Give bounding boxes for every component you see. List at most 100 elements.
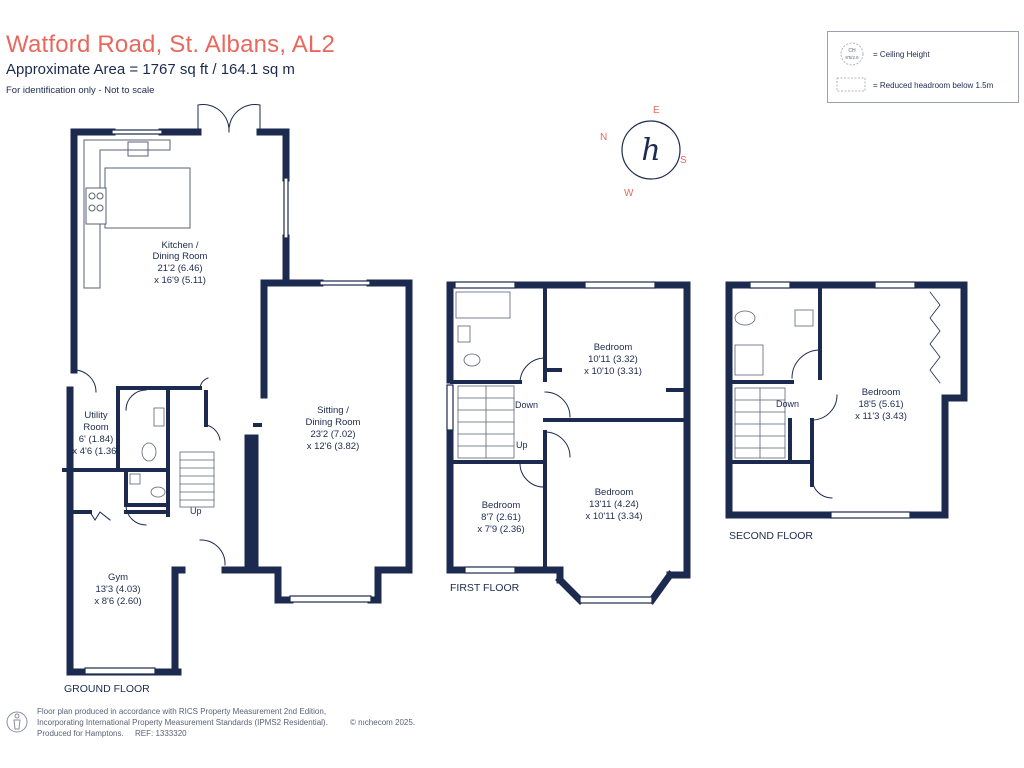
gf-bifold-door: [89, 511, 111, 521]
sitting-dim: x 12'6 (3.82): [307, 441, 360, 452]
footer-line-3: Produced for Hamptons.: [37, 729, 124, 738]
approximate-area: Approximate Area = 1767 sq ft / 164.1 sq…: [6, 61, 295, 78]
ground-floor: [62, 104, 413, 676]
ff-door: [519, 357, 546, 383]
ff-door: [544, 391, 571, 418]
sf-bedroom-dim: x 11'3 (3.43): [855, 411, 907, 422]
scale-disclaimer: For identification only - Not to scale: [6, 85, 155, 96]
gf-stairs: [179, 451, 215, 508]
gf-door: [73, 369, 97, 393]
sf-bedroom-dim: 18'5 (5.61): [858, 399, 903, 410]
ff-window: [464, 566, 516, 574]
gym-label: Gym: [108, 572, 128, 583]
bath: [455, 291, 511, 319]
ceiling-height-label: = Ceiling Height: [873, 50, 930, 59]
footer-line-2: Incorporating International Property Mea…: [37, 718, 328, 727]
gf-window: [111, 129, 163, 135]
bedroom2-label: Bedroom: [595, 487, 634, 498]
basin: [794, 309, 814, 327]
sf-stairs-down: Down: [776, 399, 799, 409]
gf-bay-window: [289, 595, 372, 603]
legend-graphics: CH 8'5/2.6: [836, 42, 866, 92]
gf-stairs-up: Up: [190, 506, 202, 516]
gf-door: [199, 377, 209, 389]
compass-west: W: [624, 188, 634, 199]
gf-wall: [221, 434, 252, 574]
ceiling-icon-top: CH: [848, 48, 856, 54]
second-floor: [725, 281, 968, 519]
basin: [457, 325, 471, 343]
sf-window: [874, 281, 916, 289]
sitting-label: Sitting /: [317, 405, 349, 416]
footer-copyright: © nıchecom 2025.: [350, 718, 416, 727]
ff-wall: [446, 426, 469, 574]
sf-door: [811, 394, 838, 421]
sf-window: [749, 281, 791, 289]
ceiling-icon-bottom: 8'5/2.6: [845, 55, 859, 60]
ff-wall: [647, 570, 675, 605]
kitchen-dim: x 16'9 (5.11): [154, 275, 206, 286]
gf-door: [205, 424, 221, 441]
stair-treads: [179, 459, 215, 501]
toilet: [141, 442, 157, 462]
sitting-dim: 23'2 (7.02): [310, 429, 355, 440]
ground-floor-labels: Kitchen / Dining Room 21'2 (6.46) x 16'9…: [64, 240, 361, 695]
bedroom3-dim: x 7'9 (2.36): [477, 524, 524, 535]
shower: [734, 344, 764, 376]
bedroom3-dim: 8'7 (2.61): [481, 512, 521, 523]
ff-window: [446, 384, 454, 431]
ff-door: [519, 461, 546, 488]
kitchen-label: Dining Room: [153, 251, 208, 262]
sf-wall: [725, 281, 835, 519]
sf-window: [830, 511, 911, 519]
reduced-headroom-label: = Reduced headroom below 1.5m: [873, 81, 994, 90]
kitchen-label: Kitchen /: [162, 240, 199, 251]
stair-treads: [457, 385, 515, 459]
ff-stairs-down: Down: [515, 400, 538, 410]
utility-label: Utility: [84, 410, 107, 421]
toilet: [463, 353, 481, 367]
kitchen-island: [104, 167, 191, 229]
reduced-headroom-icon: [836, 77, 866, 92]
bedroom2-dim: x 10'11 (3.34): [585, 511, 642, 522]
compass-south: S: [680, 155, 687, 166]
gf-window: [283, 177, 289, 239]
ff-window: [584, 281, 656, 289]
ff-door: [544, 431, 571, 458]
ff-window: [454, 281, 516, 289]
gf-wall: [366, 279, 413, 574]
ceiling-height-icon: [840, 42, 864, 66]
basin: [129, 473, 141, 485]
ff-wall: [555, 575, 585, 605]
utility-dim: 6' (1.84): [79, 434, 114, 445]
gf-french-door-left: [197, 104, 230, 133]
gf-wall: [367, 566, 382, 604]
person-icon: [6, 711, 28, 733]
second-floor-label: SECOND FLOOR: [729, 530, 813, 542]
hob: [85, 187, 107, 225]
compass-east: E: [653, 105, 660, 116]
sitting-label: Dining Room: [306, 417, 361, 428]
second-floor-labels: Bedroom 18'5 (5.61) x 11'3 (3.43) Down S…: [729, 387, 907, 542]
gf-window: [319, 280, 371, 286]
gf-front-door: [199, 539, 226, 566]
page-title: Watford Road, St. Albans, AL2: [6, 31, 336, 58]
bedroom1-label: Bedroom: [594, 342, 633, 353]
brand-logo-letter: h: [641, 133, 660, 168]
ff-stairs-up: Up: [516, 440, 528, 450]
hob-ring: [96, 192, 104, 200]
first-floor: [446, 281, 691, 605]
sf-door: [811, 477, 833, 499]
basin: [153, 407, 165, 427]
bedroom2-dim: 13'11 (4.24): [589, 499, 639, 510]
ff-bay-window: [579, 596, 653, 604]
gf-french-door-right: [228, 104, 261, 133]
gf-window: [84, 667, 156, 675]
utility-dim: x 4'6 (1.36): [72, 446, 119, 457]
bedroom3-label: Bedroom: [482, 500, 521, 511]
utility-label: Room: [83, 422, 108, 433]
first-floor-labels: Bedroom 10'11 (3.32) x 10'10 (3.31) Bedr…: [450, 342, 643, 594]
kitchen-dim: 21'2 (6.46): [157, 263, 202, 274]
stair-treads: [734, 387, 786, 459]
